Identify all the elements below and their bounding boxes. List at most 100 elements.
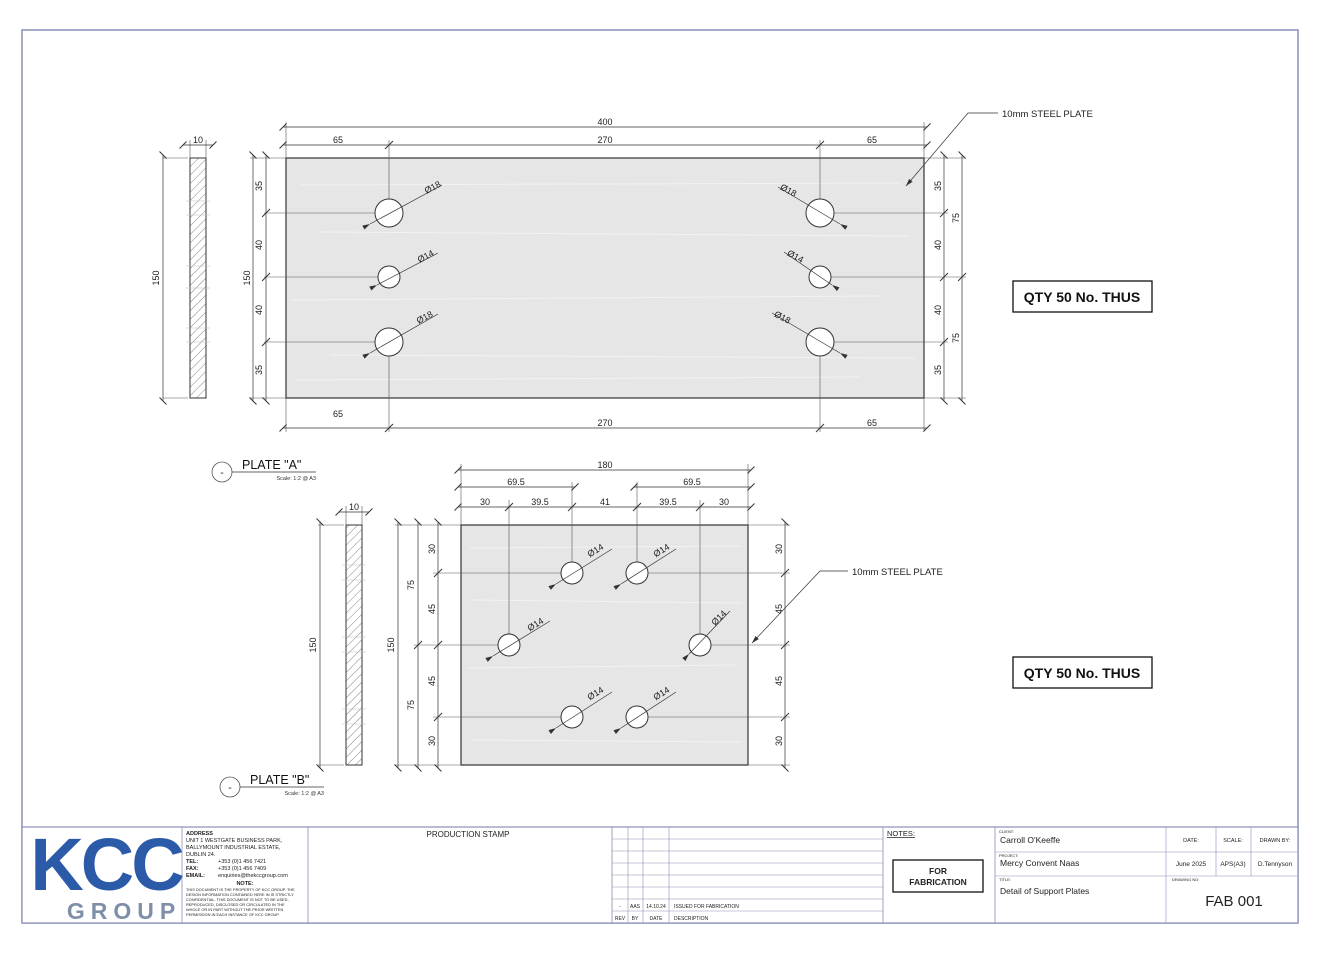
plate-a-qty-box bbox=[1012, 280, 1153, 313]
dim-plate-b-half-right: 69.5 bbox=[683, 477, 701, 487]
plate-b-callout: 10mm STEEL PLATE bbox=[852, 567, 943, 578]
title-block: KCC GROUP ADDRESS UNIT 1 WESTGATE BUSINE… bbox=[21, 823, 1299, 924]
dim-plate-a-bottom-right: 65 bbox=[867, 418, 877, 428]
dim-plate-b-overall-width: 180 bbox=[597, 460, 612, 470]
email-label: EMAIL: bbox=[186, 873, 205, 879]
title-value: Detail of Support Plates bbox=[1000, 886, 1089, 896]
plate-a-hole-6 bbox=[805, 327, 835, 357]
dim-plate-b-r-top: 30 bbox=[774, 544, 784, 554]
note-label: NOTE: bbox=[236, 881, 253, 887]
drawn-by-value: D.Tennyson bbox=[1258, 861, 1293, 868]
dim-plate-a-edge-right: 65 bbox=[867, 135, 877, 145]
dim-plate-b-thickness: 10 bbox=[349, 502, 359, 512]
plate-b-hole-2 bbox=[625, 561, 649, 585]
plate-a-scale: Scale: 1:2 @ A3 bbox=[276, 476, 316, 482]
dim-plate-b-s3: 41 bbox=[600, 497, 610, 507]
note-line-1: THIS DOCUMENT IS THE PROPERTY OF KCC GRO… bbox=[186, 887, 295, 892]
address-line-1: UNIT 1 WESTGATE BUSINESS PARK, bbox=[186, 838, 283, 844]
plate-a-side-section bbox=[189, 157, 207, 399]
project-value: Mercy Convent Naas bbox=[1000, 858, 1079, 868]
rev-by-header: BY bbox=[632, 916, 639, 922]
dim-plate-a-r-mid1: 40 bbox=[933, 240, 943, 250]
dim-plate-b-l-half-top: 75 bbox=[406, 580, 416, 590]
dim-plate-b-s4: 39.5 bbox=[659, 497, 677, 507]
note-line-3: CONFIDENTIAL. THIS DOCUMENT IS NOT TO BE… bbox=[186, 897, 289, 902]
plate-b-qty: QTY 50 No. THUS bbox=[1024, 665, 1140, 681]
dim-plate-b-l-bottom: 30 bbox=[427, 736, 437, 746]
plate-a-callout-leader bbox=[905, 112, 998, 187]
rev-by-value: AAS bbox=[630, 904, 641, 910]
date-label: DATE: bbox=[1183, 838, 1199, 844]
drawn-by-label: DRAWN BY: bbox=[1260, 838, 1291, 844]
plate-a-marker-text: - bbox=[220, 467, 224, 479]
plate-a-title: PLATE "A" bbox=[242, 458, 301, 472]
dim-plate-a-r-top: 35 bbox=[933, 181, 943, 191]
address-line-3: DUBLIN 24. bbox=[186, 852, 216, 858]
note-line-6: PERMISSION IN EACH INSTANCE OF KCC GROUP… bbox=[186, 912, 279, 917]
dim-plate-b-l-top: 30 bbox=[427, 544, 437, 554]
notes-label: NOTES: bbox=[887, 829, 915, 838]
plate-b-hole-4 bbox=[688, 633, 712, 657]
plate-a-hole-2 bbox=[377, 265, 401, 289]
plate-b-callout-leader bbox=[751, 570, 848, 644]
tel-label: TEL: bbox=[186, 859, 198, 865]
dim-plate-a-overall-width: 400 bbox=[597, 117, 612, 127]
client-label: CLIENT: bbox=[999, 829, 1014, 834]
dim-plate-a-v-mid1: 40 bbox=[254, 240, 264, 250]
dim-plate-a-r-bottom: 35 bbox=[933, 365, 943, 375]
dim-plate-b-s5: 30 bbox=[719, 497, 729, 507]
dim-plate-a-v-mid2: 40 bbox=[254, 305, 264, 315]
scale-label: SCALE: bbox=[1223, 838, 1243, 844]
dim-plate-a-v-top: 35 bbox=[254, 181, 264, 191]
plate-a-callout: 10mm STEEL PLATE bbox=[1002, 109, 1093, 120]
kcc-logo-group: GROUP bbox=[67, 898, 181, 924]
stamp-line-2: FABRICATION bbox=[909, 877, 966, 887]
dim-plate-b-height: 150 bbox=[386, 637, 396, 652]
plate-b-drawing: 10 150 180 69.5 69.5 30 39.5 41 bbox=[219, 460, 1153, 798]
plate-a-drawing: 10 150 400 65 270 65 150 bbox=[151, 109, 1153, 483]
plate-a-qty: QTY 50 No. THUS bbox=[1024, 289, 1140, 305]
fax-label: FAX: bbox=[186, 866, 199, 872]
plate-b-qty-box bbox=[1012, 656, 1153, 689]
dim-plate-b-r-bottom: 30 bbox=[774, 736, 784, 746]
dim-plate-a-v-bottom: 35 bbox=[254, 365, 264, 375]
dim-plate-a-mid: 270 bbox=[597, 135, 612, 145]
rev-description-header: DESCRIPTION bbox=[674, 916, 709, 922]
dim-plate-a-height: 150 bbox=[242, 270, 252, 285]
production-stamp-label: PRODUCTION STAMP bbox=[427, 830, 510, 839]
rev-date-value: 14.10.24 bbox=[646, 904, 666, 910]
dim-plate-a-r-half-top: 75 bbox=[951, 213, 961, 223]
dim-plate-b-side-height: 150 bbox=[308, 637, 318, 652]
scale-value: APS(A3) bbox=[1220, 861, 1245, 868]
drawing-no-label: DRAWING NO: bbox=[1172, 877, 1199, 882]
dim-plate-a-bottom-mid: 270 bbox=[597, 418, 612, 428]
plate-a-side-lines bbox=[186, 200, 210, 343]
tel-value: +353 (0)1 456 7421 bbox=[218, 859, 266, 865]
plate-b-hole-3 bbox=[497, 633, 521, 657]
dim-plate-a-r-mid2: 40 bbox=[933, 305, 943, 315]
plate-b-marker-text: - bbox=[228, 782, 232, 794]
dim-plate-b-s1: 30 bbox=[480, 497, 490, 507]
dim-plate-a-thickness: 10 bbox=[193, 135, 203, 145]
rev-date-header: DATE bbox=[650, 916, 664, 922]
dim-plate-b-l-mid1: 45 bbox=[427, 604, 437, 614]
dim-plate-a-side-height: 150 bbox=[151, 270, 161, 285]
dim-plate-a-r-half-bottom: 75 bbox=[951, 333, 961, 343]
drawing-number: FAB 001 bbox=[1205, 893, 1263, 910]
plate-b-hole-5 bbox=[560, 705, 584, 729]
plate-a-hole-1 bbox=[374, 198, 404, 228]
title-label: TITLE: bbox=[999, 877, 1011, 882]
dim-plate-b-l-half-bottom: 75 bbox=[406, 700, 416, 710]
dim-plate-a-bottom-left: 65 bbox=[333, 409, 343, 419]
plate-b-hole-1 bbox=[560, 561, 584, 585]
revision-table bbox=[612, 827, 883, 923]
dim-plate-a-edge-left: 65 bbox=[333, 135, 343, 145]
rev-description-value: ISSUED FOR FABRICATION bbox=[674, 904, 739, 910]
date-value: June 2025 bbox=[1176, 861, 1207, 868]
project-label: PROJECT: bbox=[999, 853, 1018, 858]
note-line-5: WHOLE OR IN PART WITHOUT THE PRIOR WRITT… bbox=[186, 907, 284, 912]
dim-plate-b-l-mid2: 45 bbox=[427, 676, 437, 686]
plate-b-hole-6 bbox=[625, 705, 649, 729]
dim-plate-b-half-left: 69.5 bbox=[507, 477, 525, 487]
